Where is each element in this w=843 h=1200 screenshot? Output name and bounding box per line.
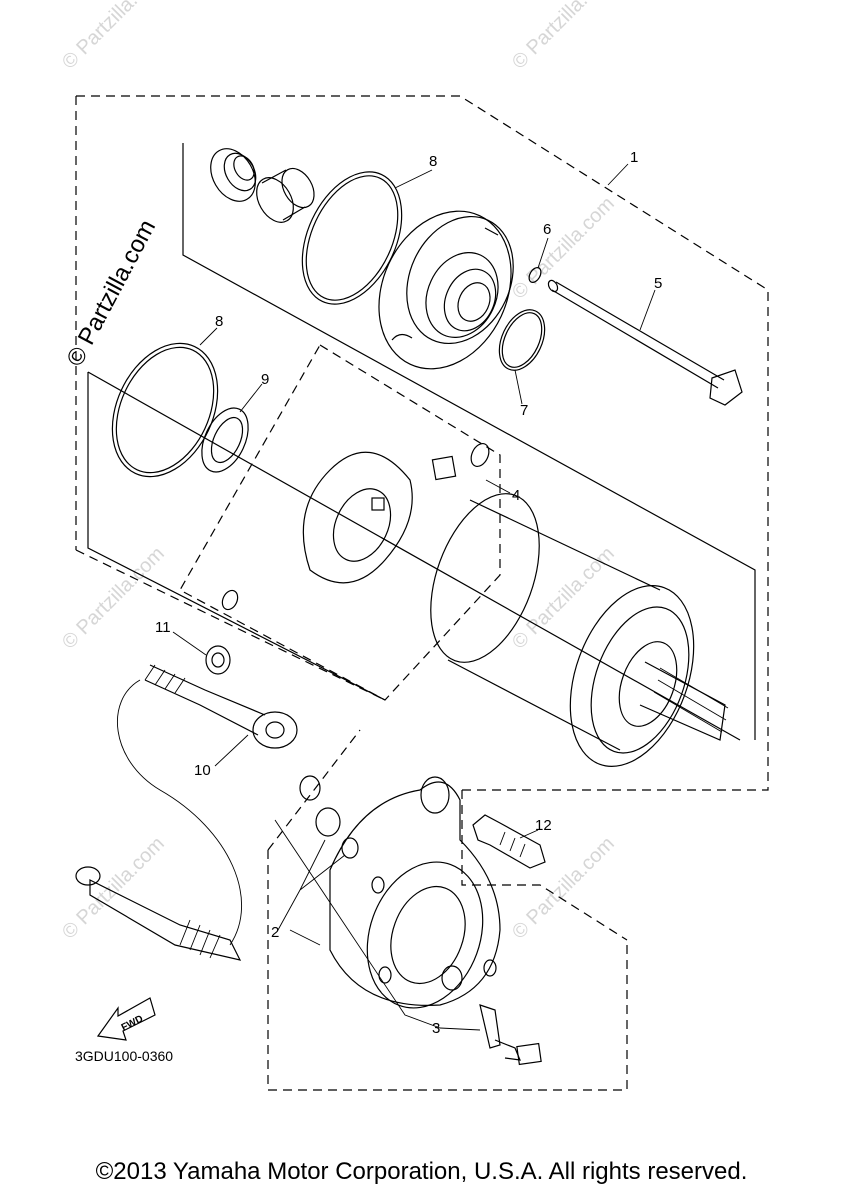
o-ring-lower-part: [111, 342, 219, 478]
callout-2: 2: [271, 924, 279, 941]
callout-10: 10: [194, 762, 211, 779]
copyright-footer: ©2013 Yamaha Motor Corporation, U.S.A. A…: [95, 1158, 748, 1185]
needle-bearing-part: [256, 167, 315, 223]
insulator-bush-part: [315, 807, 341, 837]
watermark-tile: © Partzilla.com: [58, 0, 169, 74]
brush-part: [479, 1004, 542, 1066]
inner-outline-diagonal: [87, 371, 741, 741]
assembly-boundary-bottom: [75, 549, 386, 701]
assembly-boundary: [76, 95, 769, 791]
nut-part: [205, 645, 231, 675]
rear-cover-boundary-top: [267, 729, 361, 851]
rear-cover-boundary: [267, 850, 628, 1091]
washer-inner: [210, 416, 244, 464]
motor-yoke-part: [430, 493, 729, 767]
bolt-boundary: [461, 790, 628, 941]
callout-11: 11: [155, 619, 171, 636]
rear-cover-part: [329, 776, 501, 1009]
fwd-label: FWD: [120, 1014, 145, 1034]
o-ring-lower-inner: [115, 346, 215, 474]
watermark-tile: © Partzilla.com: [508, 543, 619, 654]
callout-3: 3: [432, 1020, 440, 1037]
callout-5: 5: [654, 275, 662, 292]
front-cover-part: [378, 210, 514, 370]
insulator-washer-part: [299, 775, 321, 801]
callout-1: 1: [630, 149, 638, 166]
front-cover-outline: [182, 143, 756, 740]
watermark-tile: © Partzilla.com: [508, 833, 619, 944]
watermark-tile: © Partzilla.com: [508, 0, 619, 74]
bolt-part: [472, 814, 546, 869]
o-ring-upper-inner: [305, 175, 399, 301]
watermark-tile: © Partzilla.com: [58, 833, 169, 944]
oil-seal-part: [210, 148, 257, 202]
callout-7: 7: [520, 402, 528, 419]
inner-outline-left: [87, 372, 386, 701]
through-bolt-part: [547, 279, 743, 406]
brush-plate-part: [221, 443, 490, 611]
o-ring-7-inner: [501, 312, 543, 368]
watermark-tile: © Partzilla.com: [58, 543, 169, 654]
leader-lines: [172, 163, 656, 1031]
washer-part: [201, 407, 249, 473]
lead-wire-part: [75, 664, 298, 961]
diagram-code: 3GDU100-0360: [75, 1048, 173, 1064]
callout-8-upper: 8: [429, 153, 437, 170]
callout-8-lower: 8: [215, 313, 223, 330]
callout-9: 9: [261, 371, 269, 388]
callout-6: 6: [543, 221, 551, 238]
brush-holder-boundary: [179, 344, 501, 701]
callout-4: 4: [512, 487, 520, 504]
small-o-ring-part: [528, 267, 542, 283]
fwd-arrow-icon: FWD: [96, 997, 156, 1041]
small-seal-part: [341, 837, 359, 859]
o-ring-7-part: [498, 309, 546, 371]
callout-12: 12: [535, 817, 552, 834]
